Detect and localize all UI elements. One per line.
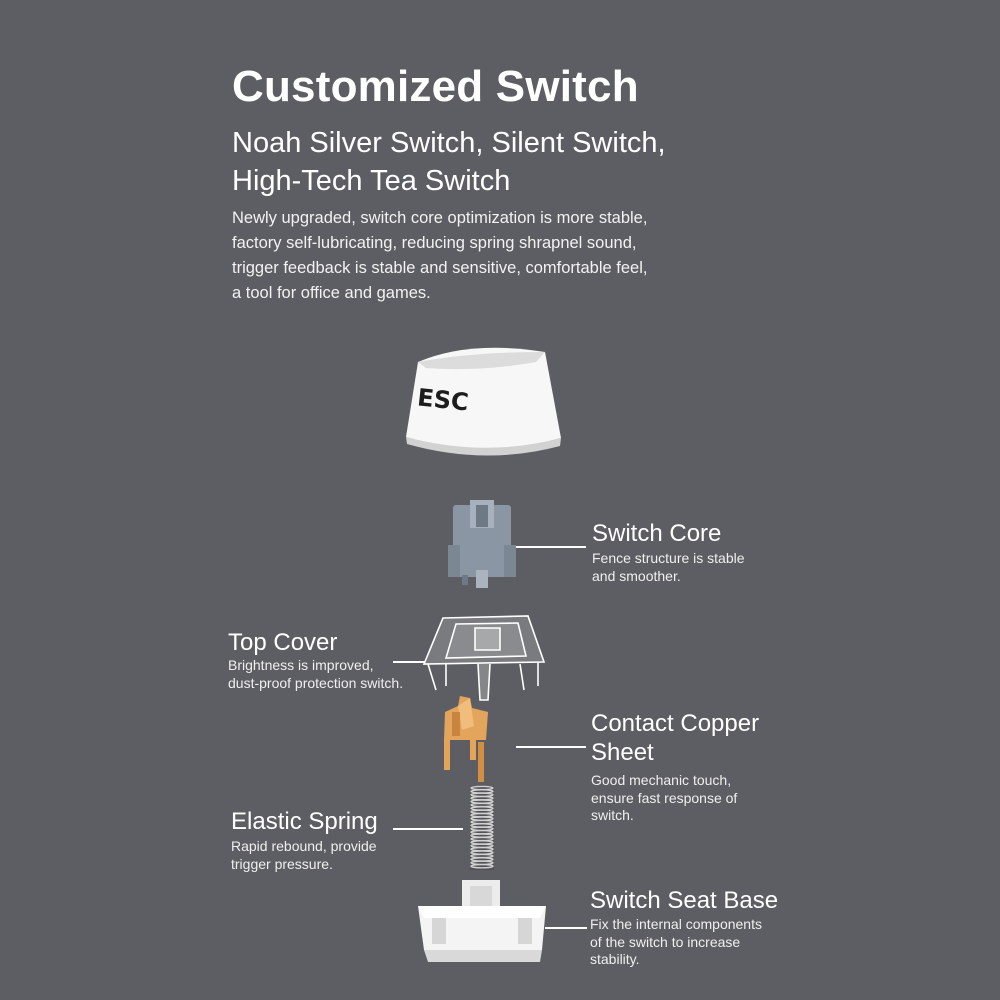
switch-core-leader-line: [516, 546, 586, 548]
switch-core-desc: Fence structure is stable and smoother.: [592, 550, 745, 585]
top-cover-desc: Brightness is improved, dust-proof prote…: [228, 657, 403, 692]
description-line: factory self-lubricating, reducing sprin…: [232, 234, 637, 252]
switch-core-label: Switch Core Fence structure is stable an…: [592, 519, 745, 585]
top-cover-title: Top Cover: [228, 629, 338, 656]
page-title: Customized Switch: [232, 62, 639, 111]
base-title: Switch Seat Base: [590, 887, 779, 914]
copper-sheet-leader-line: [516, 746, 586, 748]
subtitle-line: Noah Silver Switch, Silent Switch,: [232, 127, 666, 159]
spring-image: [470, 785, 494, 870]
spring-leader-line: [393, 828, 463, 830]
desc-line: Fence structure is stable: [592, 550, 745, 566]
spring-desc: Rapid rebound, provide trigger pressure.: [231, 838, 378, 873]
desc-line: and smoother.: [592, 567, 681, 584]
subtitle-line: High-Tech Tea Switch: [232, 165, 511, 197]
top-cover-image: [422, 615, 546, 701]
base-leader-line: [545, 927, 587, 929]
desc-line: of the switch to increase: [590, 933, 741, 950]
desc-line: switch.: [591, 807, 634, 823]
desc-line: Rapid rebound, provide: [231, 838, 377, 854]
desc-line: dust-proof protection switch.: [228, 674, 404, 691]
page-description: Newly upgraded, switch core optimization…: [232, 206, 647, 306]
desc-line: Brightness is improved,: [228, 657, 374, 673]
keycap-legend: ESC: [416, 383, 470, 416]
description-line: trigger feedback is stable and sensitive…: [232, 259, 648, 277]
copper-sheet-title: Sheet: [591, 739, 654, 766]
desc-line: stability.: [590, 951, 640, 967]
switch-core-title: Switch Core: [592, 520, 722, 547]
copper-sheet-desc: Good mechanic touch, ensure fast respons…: [591, 772, 759, 825]
base-desc: Fix the internal components of the switc…: [590, 916, 778, 969]
base-label: Switch Seat Base Fix the internal compon…: [590, 886, 778, 969]
top-cover-label: Top Cover Brightness is improved, dust-p…: [228, 628, 403, 692]
keycap-image: ESC: [406, 347, 561, 456]
desc-line: ensure fast response of: [591, 789, 738, 806]
desc-line: Good mechanic touch,: [591, 772, 732, 788]
description-line: a tool for office and games.: [232, 284, 431, 302]
copper-sheet-image: [444, 696, 488, 782]
copper-sheet-title: Contact Copper: [591, 710, 760, 737]
description-line: Newly upgraded, switch core optimization…: [232, 209, 648, 227]
spring-label: Elastic Spring Rapid rebound, provide tr…: [231, 807, 378, 873]
switch-base-image: [418, 880, 546, 962]
page-subtitle: Noah Silver Switch, Silent Switch, High-…: [232, 124, 666, 200]
copper-sheet-label: Contact Copper Sheet Good mechanic touch…: [591, 709, 759, 825]
desc-line: Fix the internal components: [590, 916, 762, 932]
desc-line: trigger pressure.: [231, 855, 333, 872]
switch-core-image: [448, 500, 516, 588]
spring-title: Elastic Spring: [231, 808, 378, 835]
spring-coil: [470, 863, 494, 869]
top-cover-leader-line: [393, 661, 425, 663]
